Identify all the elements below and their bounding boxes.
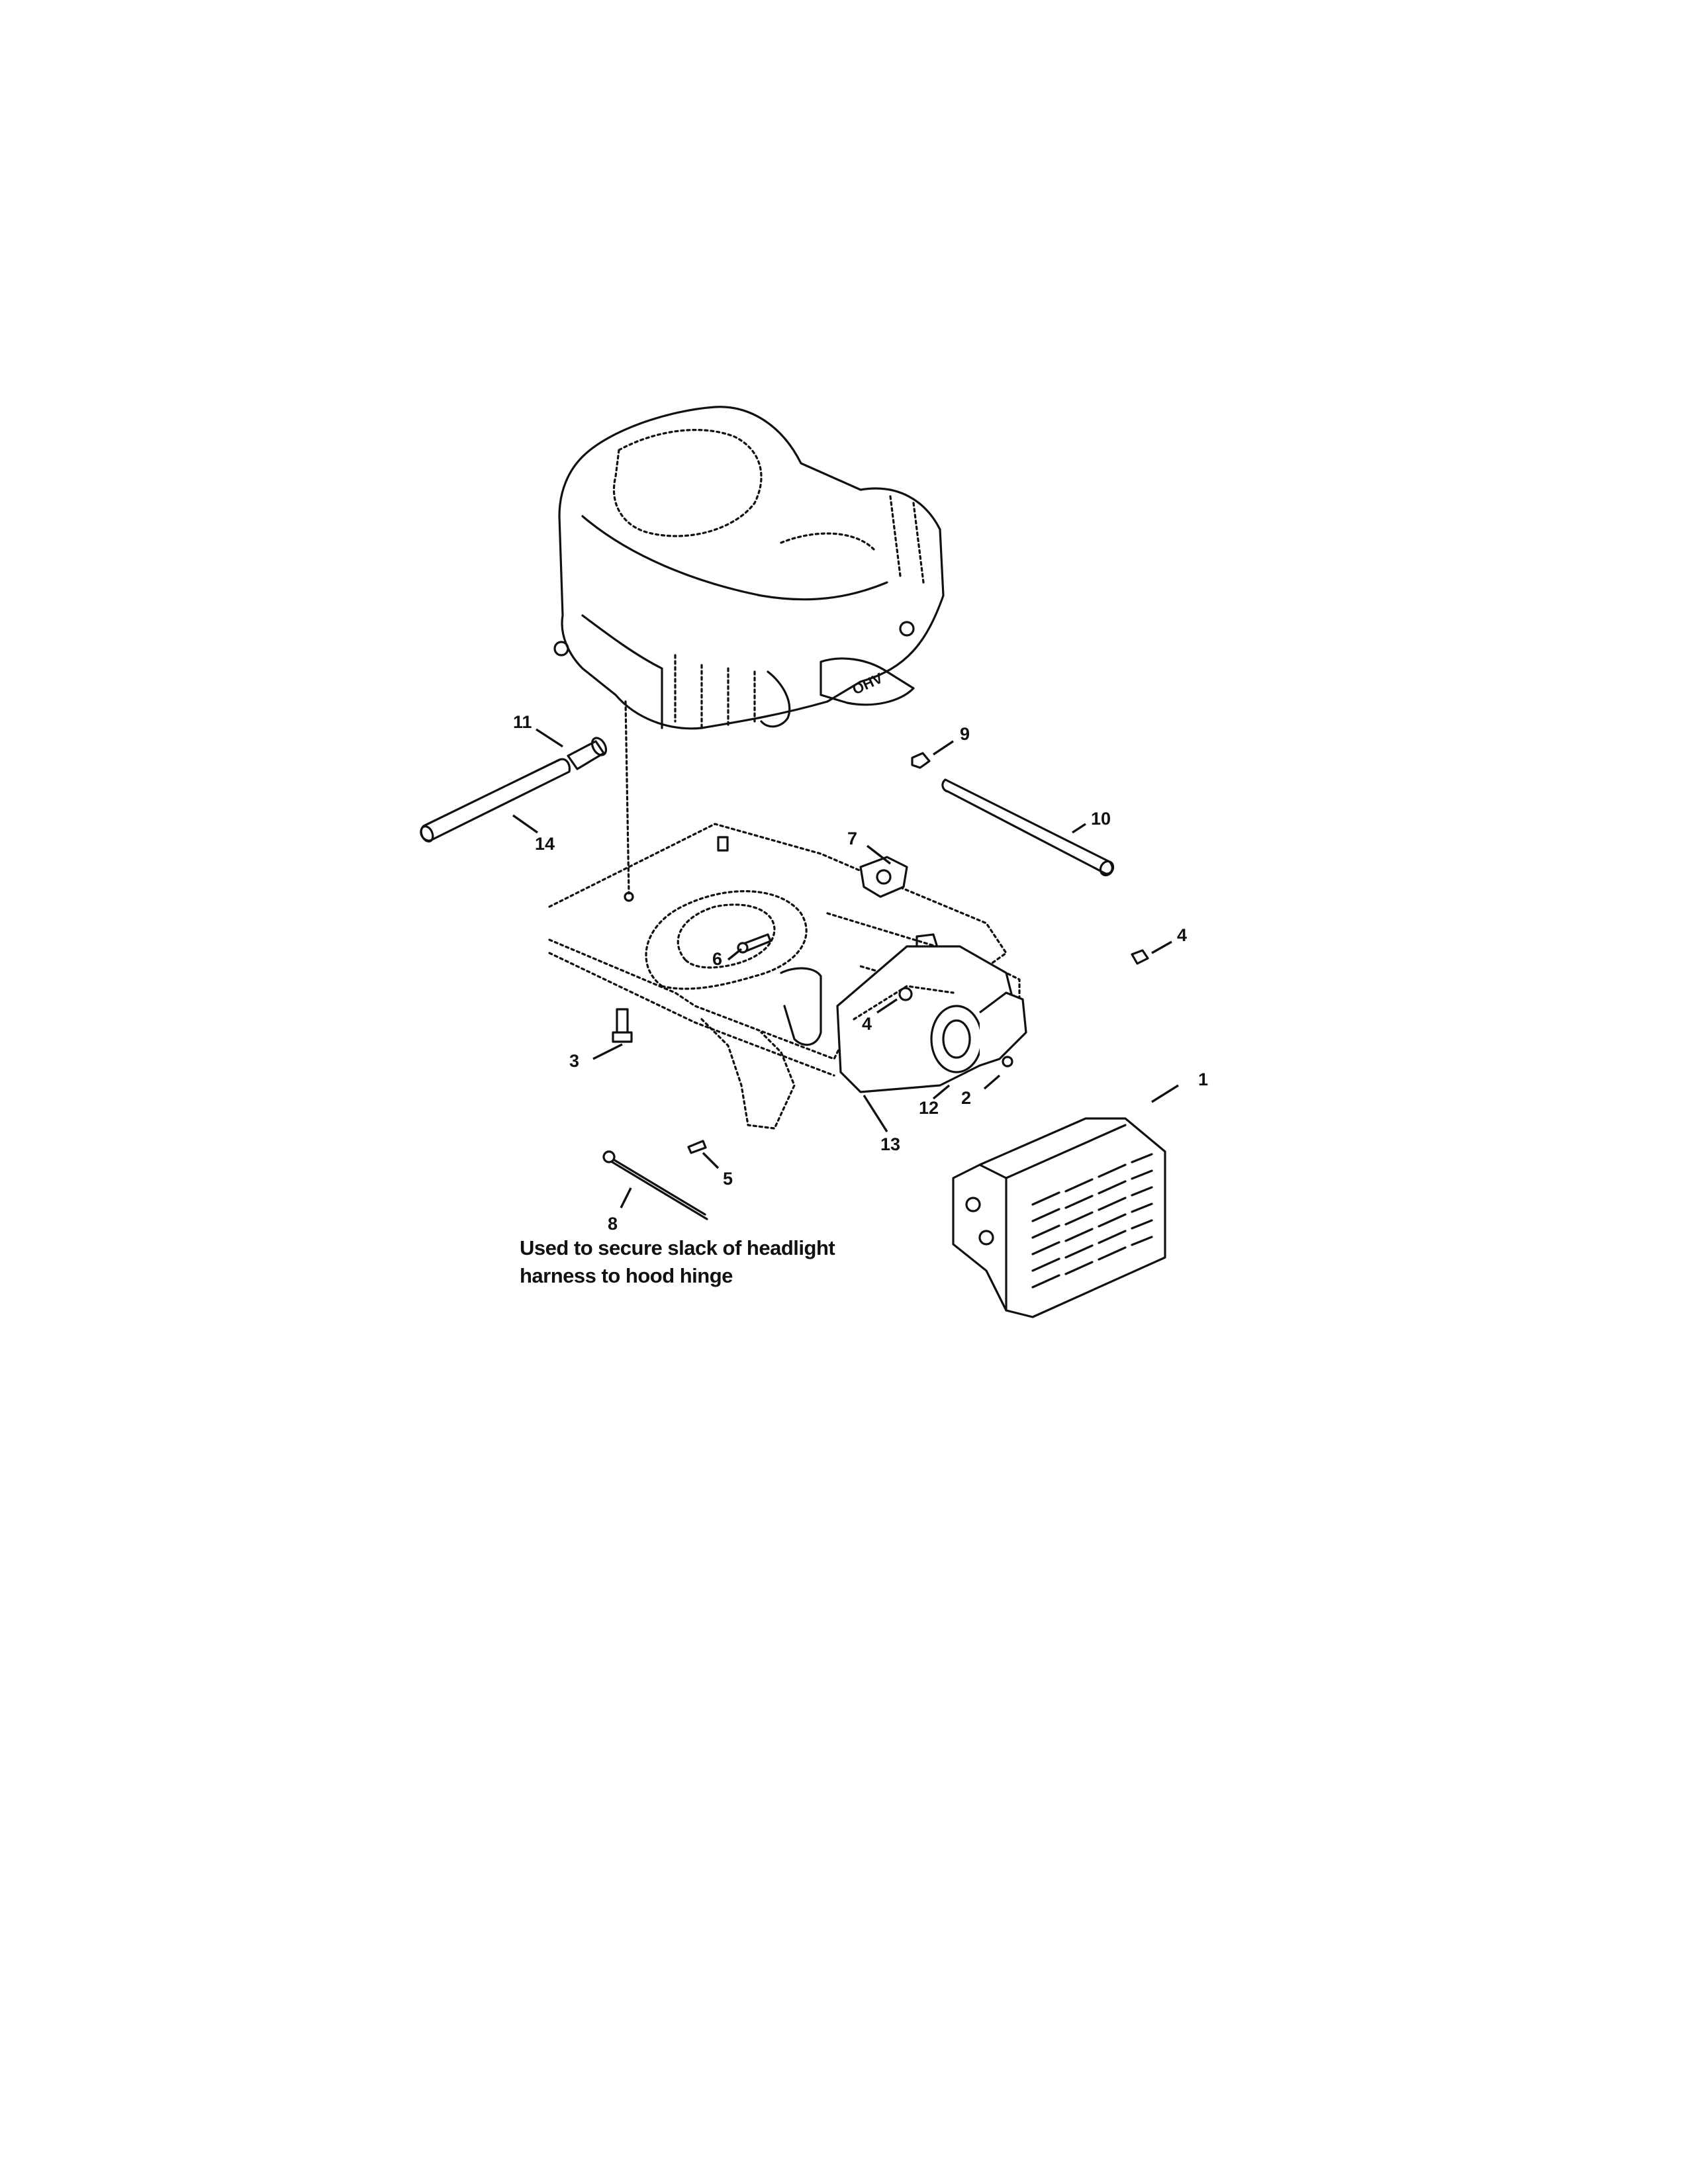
fitting-11	[567, 737, 608, 770]
callout-5: 5	[723, 1169, 733, 1189]
callout-11: 11	[513, 712, 532, 732]
screw-5	[687, 1140, 707, 1154]
callout-9: 9	[960, 724, 970, 744]
note-line-2: harness to hood hinge	[520, 1264, 733, 1287]
callout-2: 2	[961, 1088, 971, 1108]
cable-tie-8	[602, 1150, 708, 1220]
tube-14	[420, 758, 571, 842]
nut-9	[911, 752, 931, 769]
heat-shield	[952, 1117, 1166, 1318]
callout-labels: 1 2 3 4 4 5 6 7 8 9 10 11 12 13 14	[513, 712, 1208, 1234]
callout-6: 6	[712, 949, 722, 969]
callout-10: 10	[1091, 809, 1111, 829]
screw-4-right	[1131, 949, 1149, 965]
cable-tie-usage-note: Used to secure slack of headlight harnes…	[520, 1234, 917, 1290]
rod-10	[941, 778, 1115, 877]
callout-14: 14	[535, 834, 555, 854]
callout-7: 7	[847, 829, 857, 848]
bolt-3	[612, 1008, 633, 1043]
screw-4-left	[898, 987, 913, 1001]
engine-assembly: OHV	[553, 406, 945, 902]
callout-8: 8	[608, 1214, 618, 1234]
muffler-end-cap	[930, 991, 1027, 1073]
note-line-1: Used to secure slack of headlight	[520, 1236, 835, 1259]
callout-3: 3	[569, 1051, 579, 1071]
callout-4-right: 4	[1177, 925, 1187, 945]
screw-2	[1002, 1056, 1013, 1068]
callout-13: 13	[880, 1134, 900, 1154]
exhaust-gasket	[859, 856, 908, 898]
callout-12: 12	[919, 1098, 939, 1118]
leader-lines	[512, 728, 1179, 1208]
callout-4-left: 4	[862, 1014, 872, 1034]
callout-1: 1	[1198, 1069, 1208, 1089]
